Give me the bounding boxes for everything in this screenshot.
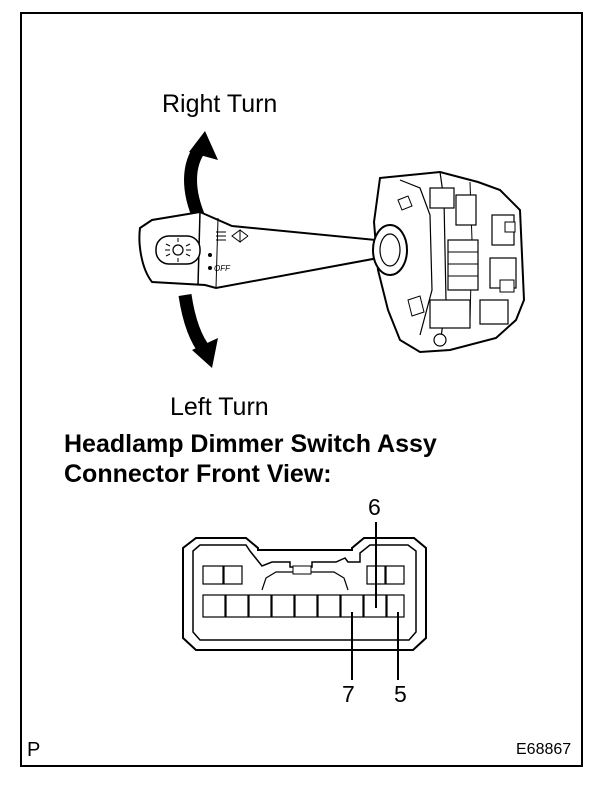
lever-symbols — [208, 229, 249, 270]
switch-body — [372, 170, 526, 354]
right-turn-label: Right Turn — [162, 90, 278, 118]
pin-7-label: 7 — [342, 681, 355, 707]
diagram-title-line2: Connector Front View: — [64, 460, 332, 488]
connector-lower-row — [202, 594, 405, 618]
figure-frame — [20, 12, 583, 767]
figure-id: E68867 — [516, 741, 572, 758]
diagram-title-line1: Headlamp Dimmer Switch Assy — [64, 430, 437, 458]
headlight-knob — [155, 235, 201, 265]
off-mark: OFF — [214, 264, 231, 273]
headlight-icon — [165, 238, 191, 262]
left-turn-label: Left Turn — [170, 393, 269, 421]
turn-signal-lever: OFF — [138, 210, 380, 290]
connector-upper-row — [202, 565, 405, 591]
pin-5-label: 5 — [394, 681, 407, 707]
right-turn-arrow — [184, 131, 218, 218]
corner-letter: P — [27, 739, 41, 761]
pin-6-label: 6 — [368, 494, 381, 520]
connector-front-view — [182, 522, 427, 680]
left-turn-arrow — [178, 293, 218, 368]
